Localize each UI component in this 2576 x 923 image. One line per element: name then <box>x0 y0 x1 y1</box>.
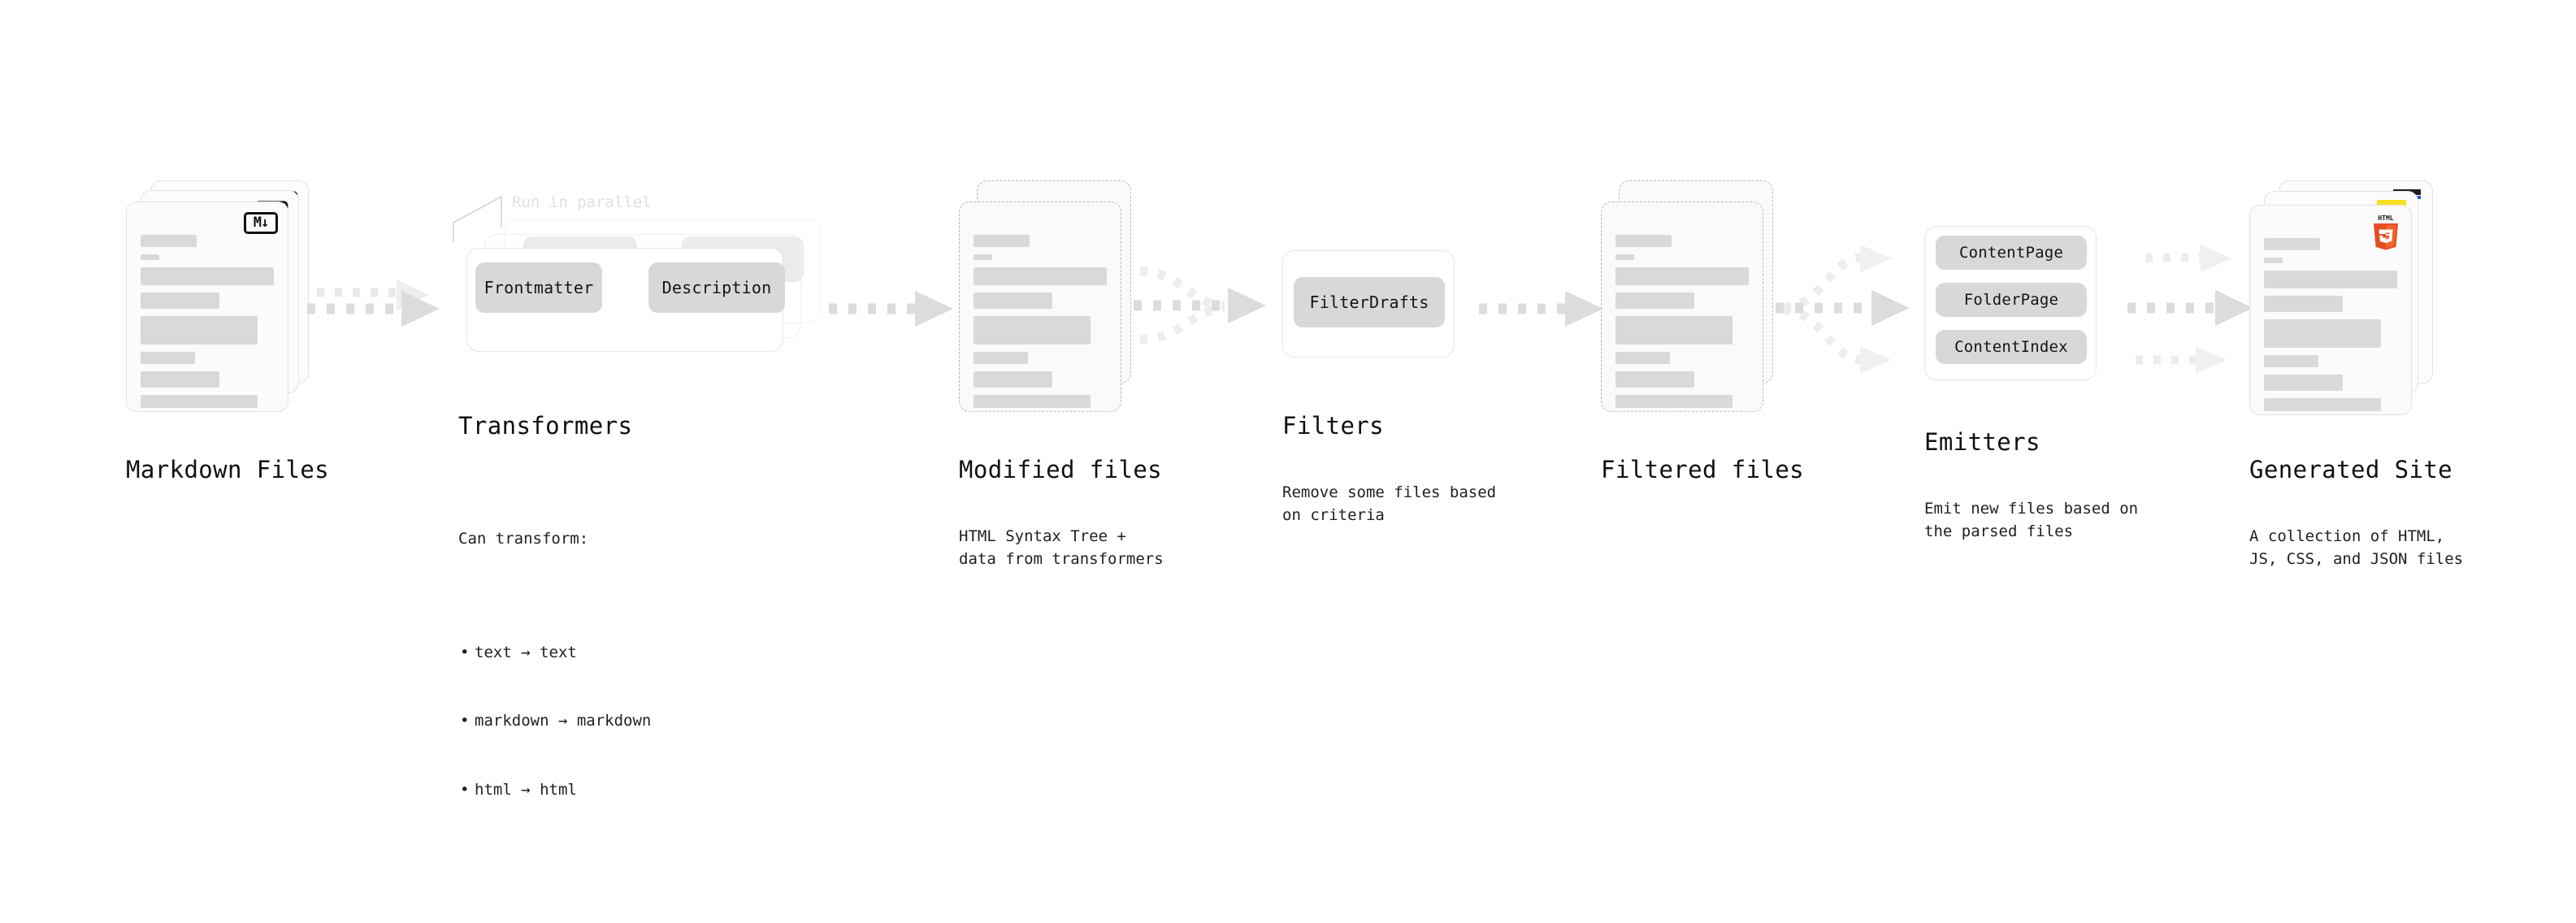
html5-badge: HTML <box>2370 213 2401 250</box>
filtered-card-front <box>1601 202 1763 412</box>
transform-lead: Can transform: <box>458 529 589 548</box>
markdown-file-stack: M↓ M↓ M↓ <box>126 180 313 412</box>
arrow-modified-to-filters <box>1134 0 1296 681</box>
caption-generated-site: Generated Site A collection of HTML, JS, … <box>2249 426 2463 602</box>
subtitle-line: HTML Syntax Tree + <box>959 527 1126 546</box>
arrow-markdown-to-transformers <box>307 0 462 681</box>
stage-title: Emitters <box>1924 428 2040 456</box>
stage-title: Filters <box>1282 412 1385 440</box>
stage-transformers: Run in parallel <box>453 0 845 801</box>
arrow-emitters-to-site <box>2113 0 2275 681</box>
stage-subtitle: Emit new files based on the parsed files <box>1924 497 2138 543</box>
filtered-file-stack <box>1601 180 1788 412</box>
markdown-badge: M↓ <box>244 212 278 234</box>
subtitle-line: JS, CSS, and JSON files <box>2249 550 2464 569</box>
stage-title: Filtered files <box>1601 456 1805 483</box>
stage-subtitle: A collection of HTML, JS, CSS, and JSON f… <box>2249 525 2463 570</box>
stage-filtered-files: Filtered files <box>1601 0 1845 681</box>
subtitle-line: Remove some files based <box>1282 483 1497 502</box>
card-content-placeholder <box>974 235 1107 415</box>
stage-filters: FilterDrafts Filters Remove some files b… <box>1282 0 1526 681</box>
chip-contentindex[interactable]: ContentIndex <box>1936 330 2087 364</box>
stage-modified-files: Modified files HTML Syntax Tree + data fr… <box>959 0 1203 681</box>
run-in-parallel-label: Run in parallel <box>512 193 652 211</box>
list-item: markdown → markdown <box>460 709 651 732</box>
arrow-transformers-to-modified <box>829 0 975 681</box>
run-in-parallel-bracket <box>453 195 502 242</box>
modified-file-stack <box>959 180 1146 412</box>
stage-title: Transformers <box>458 412 633 440</box>
stage-subtitle: HTML Syntax Tree + data from transformers <box>959 525 1164 570</box>
markdown-card-front: M↓ <box>126 202 288 412</box>
stage-title: Generated Site <box>2249 456 2453 483</box>
card-content-placeholder <box>1615 235 1749 415</box>
caption-filters: Filters Remove some files based on criter… <box>1282 382 1496 558</box>
card-content-placeholder <box>2264 238 2397 418</box>
caption-markdown-files: Markdown Files <box>126 426 329 514</box>
caption-filtered-files: Filtered files <box>1601 426 1804 514</box>
stage-subtitle: Can transform: text → text markdown → ma… <box>458 481 651 892</box>
chip-description[interactable]: Description <box>648 262 785 313</box>
generated-site-stack: HTML <box>2249 180 2444 416</box>
pipeline-diagram: M↓ M↓ M↓ <box>0 0 2576 681</box>
stage-title: Modified files <box>959 456 1163 483</box>
transform-list: text → text markdown → markdown html → h… <box>458 596 651 847</box>
chip-filterdrafts[interactable]: FilterDrafts <box>1294 277 1445 327</box>
stage-title: Markdown Files <box>126 456 330 483</box>
arrow-filtered-to-emitters <box>1776 0 1946 681</box>
caption-transformers: Transformers Can transform: text → text … <box>458 382 651 923</box>
list-item: html → html <box>460 778 651 801</box>
subtitle-line: A collection of HTML, <box>2249 527 2445 546</box>
modified-card-front <box>959 202 1121 412</box>
subtitle-line: data from transformers <box>959 550 1164 569</box>
stage-markdown-files: M↓ M↓ M↓ <box>126 0 370 681</box>
list-item: text → text <box>460 641 651 664</box>
arrow-filters-to-filtered <box>1479 0 1625 681</box>
chip-folderpage[interactable]: FolderPage <box>1936 283 2087 317</box>
chip-frontmatter[interactable]: Frontmatter <box>475 262 602 313</box>
caption-modified-files: Modified files HTML Syntax Tree + data fr… <box>959 426 1164 602</box>
site-card-html: HTML <box>2249 205 2412 415</box>
stage-subtitle: Remove some files based on criteria <box>1282 481 1496 526</box>
stage-generated-site: HTML <box>2249 0 2517 681</box>
chip-contentpage[interactable]: ContentPage <box>1936 236 2087 270</box>
subtitle-line: on criteria <box>1282 506 1385 525</box>
stage-emitters: ContentPage FolderPage ContentIndex Emit… <box>1924 0 2168 681</box>
card-content-placeholder <box>141 235 274 415</box>
svg-text:HTML: HTML <box>2378 214 2393 222</box>
caption-emitters: Emitters Emit new files based on the pars… <box>1924 398 2138 574</box>
subtitle-line: the parsed files <box>1924 522 2074 541</box>
subtitle-line: Emit new files based on <box>1924 500 2139 518</box>
